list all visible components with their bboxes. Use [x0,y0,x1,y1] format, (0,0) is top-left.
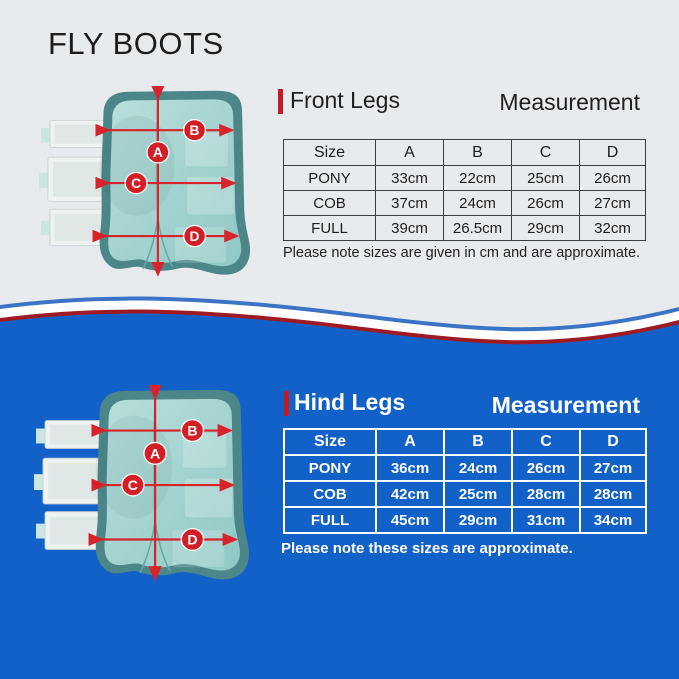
table-cell: 28cm [579,480,647,508]
size-cell: PONY [283,454,377,482]
table-cell: 27cm [579,454,647,482]
table-cell: 36cm [375,454,445,482]
front-boot-diagram [38,84,256,288]
column-header: D [579,139,646,166]
table-cell: 39cm [375,215,444,241]
table-cell: 31cm [511,506,581,534]
front-legs-size-table: Size A B C D PONY 33cm 22cm 25cm 26cm CO… [283,139,646,241]
column-header: Size [283,139,376,166]
table-row: COB 42cm 25cm 28cm 28cm [283,480,647,508]
column-header: C [511,428,581,456]
size-cell: COB [283,190,376,216]
column-header: A [375,428,445,456]
front-size-note: Please note sizes are given in cm and ar… [283,245,641,261]
front-heading-accent-bar [278,89,283,114]
table-cell: 25cm [443,480,513,508]
column-header: C [511,139,580,166]
front-measurement-heading: Measurement [499,89,640,115]
size-cell: PONY [283,165,376,191]
table-cell: 37cm [375,190,444,216]
column-header: D [579,428,647,456]
table-cell: 28cm [511,480,581,508]
column-header: A [375,139,444,166]
column-header: Size [283,428,377,456]
table-cell: 26cm [511,454,581,482]
page-title: FLY BOOTS [48,26,224,61]
hind-measurement-heading: Measurement [491,392,640,418]
table-cell: 24cm [443,454,513,482]
table-row: PONY 36cm 24cm 26cm 27cm [283,454,647,482]
table-cell: 42cm [375,480,445,508]
table-cell: 29cm [443,506,513,534]
table-row: FULL 39cm 26.5cm 29cm 32cm [283,215,646,241]
column-header: B [443,428,513,456]
size-cell: COB [283,480,377,508]
column-header: B [443,139,512,166]
hind-heading-accent-bar [284,391,289,416]
hind-legs-heading: Hind Legs [294,389,406,415]
table-cell: 26.5cm [443,215,512,241]
hind-size-note: Please note these sizes are approximate. [281,540,573,557]
table-row: FULL 45cm 29cm 31cm 34cm [283,506,647,534]
size-cell: FULL [283,506,377,534]
size-cell: FULL [283,215,376,241]
table-header-row: Size A B C D [283,139,646,166]
table-cell: 32cm [579,215,646,241]
table-cell: 26cm [579,165,646,191]
table-cell: 27cm [579,190,646,216]
table-cell: 29cm [511,215,580,241]
hind-boot-diagram [33,383,255,593]
table-cell: 33cm [375,165,444,191]
table-row: PONY 33cm 22cm 25cm 26cm [283,165,646,191]
table-cell: 22cm [443,165,512,191]
table-cell: 24cm [443,190,512,216]
table-cell: 25cm [511,165,580,191]
table-cell: 34cm [579,506,647,534]
front-legs-heading: Front Legs [290,87,400,113]
table-cell: 26cm [511,190,580,216]
hind-legs-size-table: Size A B C D PONY 36cm 24cm 26cm 27cm CO… [283,428,647,534]
table-cell: 45cm [375,506,445,534]
table-header-row: Size A B C D [283,428,647,456]
table-row: COB 37cm 24cm 26cm 27cm [283,190,646,216]
